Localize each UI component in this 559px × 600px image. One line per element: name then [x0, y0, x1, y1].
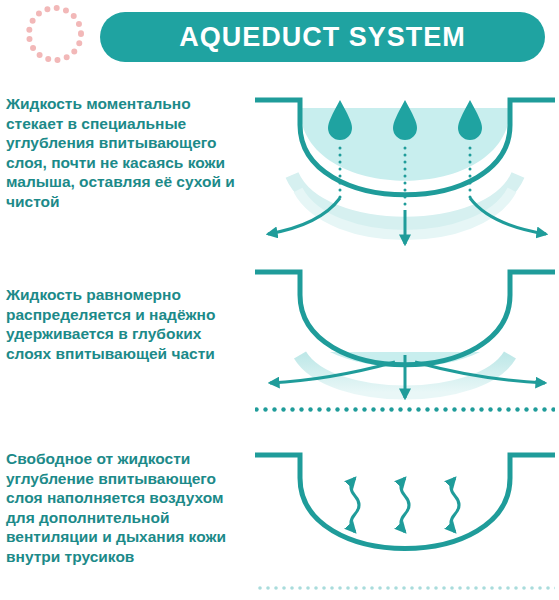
description-text: Жидкость моментально стекает в специальн…	[6, 94, 242, 211]
diagram-one	[255, 100, 555, 244]
description-text: Свободное от жидкости углубление впитыва…	[6, 449, 246, 566]
diagram-two	[255, 272, 555, 412]
diagram-three	[255, 455, 555, 592]
title-banner: AQUEDUCT SYSTEM	[100, 12, 545, 62]
banner-title: AQUEDUCT SYSTEM	[179, 22, 466, 53]
decor-dots	[29, 8, 81, 60]
description-text: Жидкость равномерно распределяется и над…	[6, 285, 250, 363]
